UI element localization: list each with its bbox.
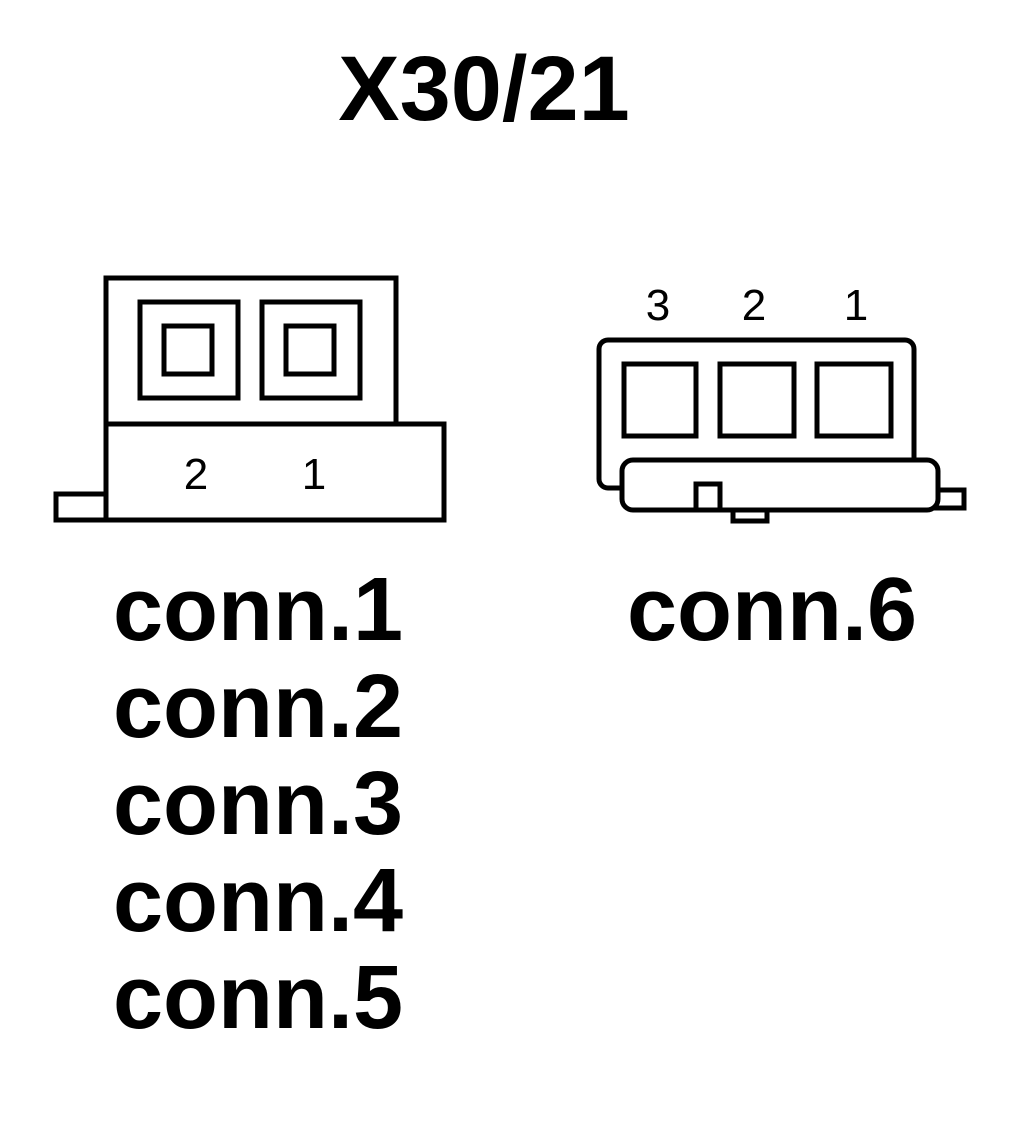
pin-label: 1: [302, 450, 326, 499]
pin-cavity-3: [621, 361, 699, 439]
conn-label: conn.2: [113, 657, 403, 757]
mounting-tab: [53, 491, 109, 523]
conn-label: conn.3: [113, 754, 403, 854]
connector-3pin: 3 2 1: [596, 281, 967, 524]
conn-label: conn.6: [627, 560, 917, 660]
pin-cavity-1: [259, 299, 363, 401]
latch-key: [693, 481, 723, 513]
pin-cavity-2: [717, 361, 797, 439]
pin-cavity-2: [137, 299, 241, 401]
conn-label: conn.1: [113, 560, 403, 660]
conn-label: conn.5: [113, 948, 403, 1048]
pin-label: 1: [844, 281, 868, 330]
connector-2pin: 2 1: [53, 275, 447, 523]
pin-label: 2: [742, 281, 766, 330]
conn-label-list-left: conn.1 conn.2 conn.3 conn.4 conn.5: [113, 560, 403, 1048]
pin-label: 2: [184, 450, 208, 499]
conn-label-list-right: conn.6: [627, 560, 917, 660]
locking-latch: [619, 457, 941, 513]
housing-base: [103, 421, 447, 523]
pin-label: 3: [646, 281, 670, 330]
pin-cavity-1: [814, 361, 894, 439]
conn-label: conn.4: [113, 851, 403, 951]
diagram-title: X30/21: [338, 38, 630, 140]
